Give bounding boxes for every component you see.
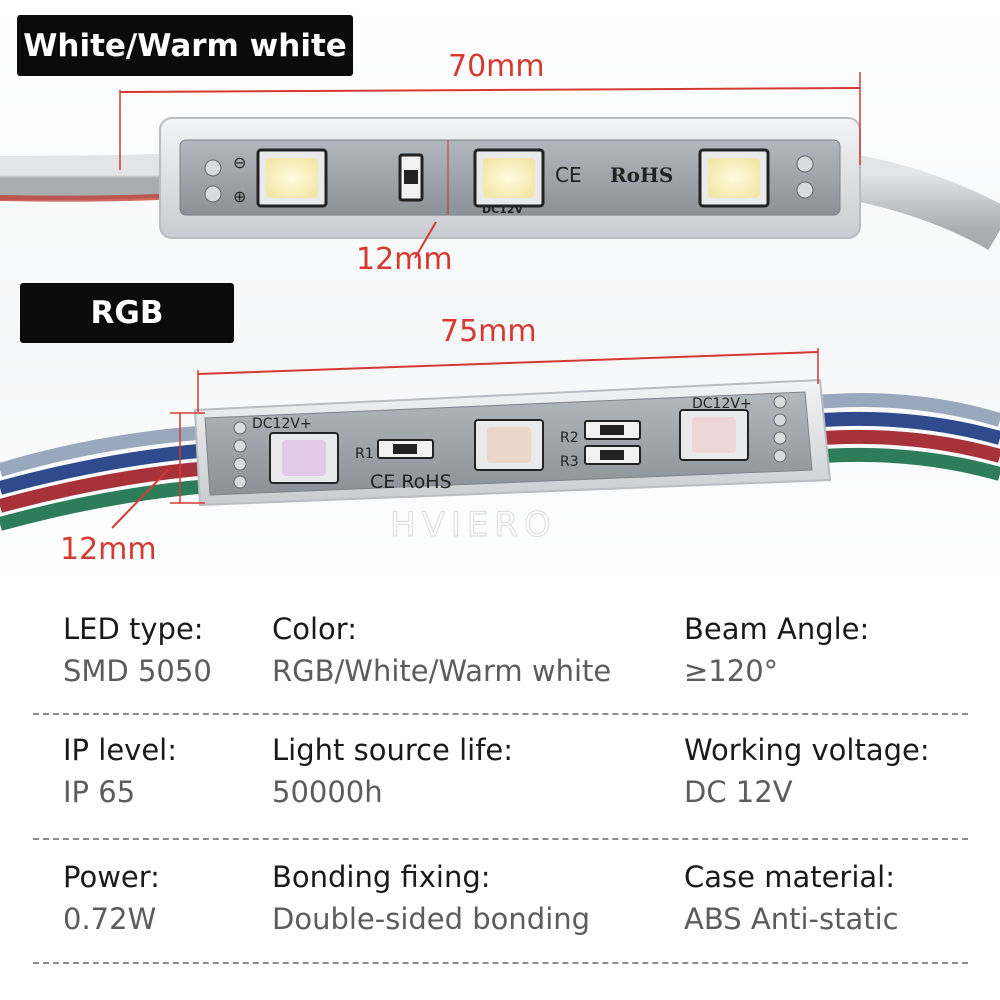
- spec-divider: [33, 838, 968, 840]
- spec-color: Color: RGB/White/Warm white: [272, 612, 611, 689]
- product-photo: ⊖ ⊕ DC12V CE RoHS: [0, 0, 1000, 585]
- voltage-marking-left: DC12V+: [252, 416, 312, 432]
- spec-life: Light source life: 50000h: [272, 733, 513, 810]
- spec-bonding: Bonding fixing: Double-sided bonding: [272, 860, 590, 937]
- spec-value: 50000h: [272, 774, 383, 809]
- spec-label: Bonding fixing:: [272, 860, 491, 894]
- spec-value: ≥120°: [684, 653, 779, 688]
- led-modules-illustration: ⊖ ⊕ DC12V CE RoHS: [0, 72, 1000, 531]
- rgb-length-label: 75mm: [440, 314, 537, 349]
- spec-label: LED type:: [63, 612, 204, 646]
- spec-divider: [33, 962, 968, 964]
- white-width-label: 12mm: [356, 242, 453, 277]
- r1-label: R1: [355, 446, 374, 462]
- spec-ip-level: IP level: IP 65: [63, 733, 177, 810]
- spec-case-material: Case material: ABS Anti-static: [684, 860, 899, 937]
- spec-value: RGB/White/Warm white: [272, 653, 612, 688]
- rgb-variant-tag: RGB: [20, 283, 234, 343]
- rohs-mark: RoHS: [610, 163, 673, 187]
- spec-divider: [33, 713, 968, 715]
- spec-value: 0.72W: [63, 901, 157, 936]
- spec-label: Light source life:: [272, 733, 514, 767]
- wire-right: [836, 152, 1000, 251]
- ce-rohs-mark: CE RoHS: [370, 471, 452, 493]
- spec-row: IP level: IP 65 Light source life: 50000…: [0, 733, 1000, 853]
- dimension-line: [119, 87, 861, 93]
- plus-mark: ⊕: [233, 187, 246, 206]
- spec-label: Beam Angle:: [684, 612, 870, 646]
- spec-value: IP 65: [63, 774, 136, 809]
- spec-label: Working voltage:: [684, 733, 930, 767]
- ce-mark: CE: [555, 163, 582, 187]
- spec-power: Power: 0.72W: [63, 860, 160, 937]
- white-variant-tag: White/Warm white: [17, 15, 353, 76]
- spec-value: SMD 5050: [63, 653, 212, 688]
- brand-watermark: HVIERO: [390, 505, 557, 546]
- spec-beam-angle: Beam Angle: ≥120°: [684, 612, 869, 689]
- spec-voltage: Working voltage: DC 12V: [684, 733, 930, 810]
- spec-label: Power:: [63, 860, 160, 894]
- spec-led-type: LED type: SMD 5050: [63, 612, 212, 689]
- spec-row: Power: 0.72W Bonding fixing: Double-side…: [0, 860, 1000, 980]
- rgb-width-label: 12mm: [60, 532, 157, 567]
- spec-label: Case material:: [684, 860, 896, 894]
- white-length-label: 70mm: [448, 49, 545, 84]
- voltage-marking: DC12V: [482, 203, 524, 216]
- spec-value: Double-sided bonding: [272, 901, 591, 936]
- white-led-module: ⊖ ⊕ DC12V CE RoHS: [0, 72, 1000, 259]
- voltage-marking-right: DC12V+: [692, 396, 752, 412]
- rgb-led-module: DC12V+ DC12V+ R1 R2 R3 CE RoHS: [0, 348, 1000, 531]
- r2-label: R2: [560, 430, 579, 446]
- r3-label: R3: [560, 454, 579, 470]
- spec-label: IP level:: [63, 733, 177, 767]
- spec-label: Color:: [272, 612, 357, 646]
- dimension-line: [197, 351, 819, 375]
- minus-mark: ⊖: [233, 153, 246, 172]
- spec-row: LED type: SMD 5050 Color: RGB/White/Warm…: [0, 612, 1000, 732]
- wire-left: [0, 153, 182, 200]
- spec-value: DC 12V: [684, 774, 793, 809]
- spec-value: ABS Anti-static: [684, 901, 899, 936]
